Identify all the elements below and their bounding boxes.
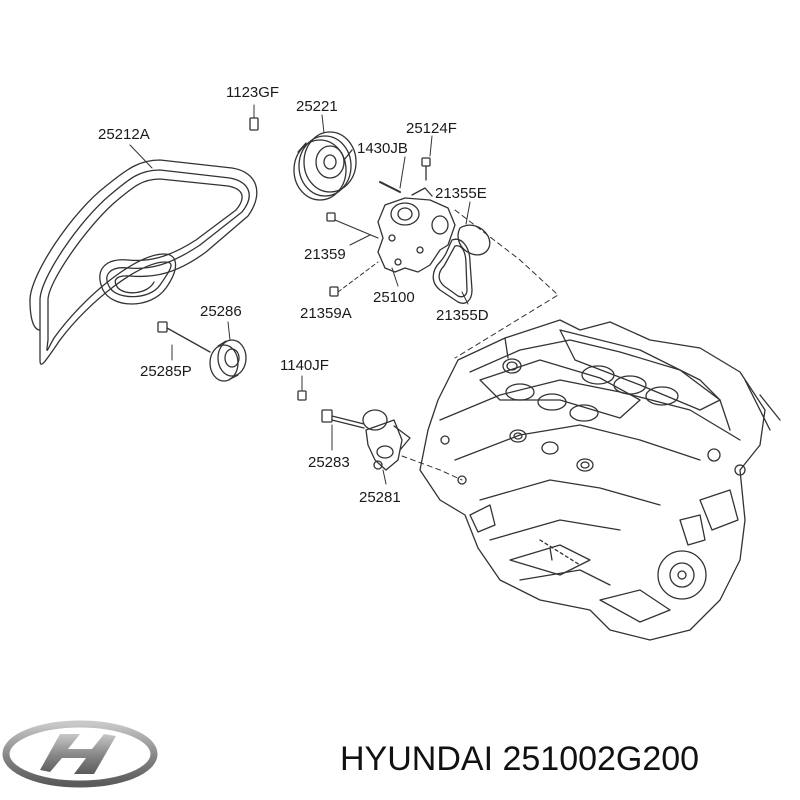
gasket-21355e xyxy=(457,224,491,256)
bolt-1123gf xyxy=(249,104,259,131)
label-25285p: 25285P xyxy=(140,363,192,380)
leader-25212A xyxy=(129,144,153,169)
label-25212a: 25212A xyxy=(98,126,150,143)
leader-25221 xyxy=(321,114,325,134)
label-25286: 25286 xyxy=(200,303,242,320)
water-pump-25100 xyxy=(377,187,456,273)
label-25124f: 25124F xyxy=(406,120,457,137)
brand-part-number: HYUNDAI 251002G200 xyxy=(340,740,700,778)
label-1123gf: 1123GF xyxy=(226,84,279,101)
drive-belt xyxy=(29,159,258,365)
label-1140jf: 1140JF xyxy=(280,357,329,374)
bolt-21359 xyxy=(326,212,379,239)
label-21359: 21359 xyxy=(304,246,346,263)
leader-25100 xyxy=(391,267,399,287)
label-21355d: 21355D xyxy=(436,307,489,324)
label-25281: 25281 xyxy=(359,489,401,506)
bolt-25283 xyxy=(321,409,365,429)
reference-line-tensioner xyxy=(401,455,463,481)
bolt-1140jf xyxy=(297,375,307,401)
bolt-1430jb xyxy=(379,181,401,193)
idler-pulley-25286 xyxy=(209,339,247,382)
bolt-21359a xyxy=(329,261,379,297)
tensioner-25281 xyxy=(362,409,411,471)
gasket-21355d xyxy=(432,238,473,304)
bolt-25285p xyxy=(157,321,211,353)
bolt-25124f xyxy=(421,157,431,181)
hyundai-logo-icon xyxy=(2,720,158,788)
label-25100: 25100 xyxy=(373,289,415,306)
label-1430jb: 1430JB xyxy=(357,140,408,157)
label-21355e: 21355E xyxy=(435,185,487,202)
reference-line-pump xyxy=(454,209,559,359)
label-25283: 25283 xyxy=(308,454,350,471)
label-21359a: 21359A xyxy=(300,305,352,322)
engine-block xyxy=(419,319,781,641)
label-25221: 25221 xyxy=(296,98,338,115)
pulley-25221 xyxy=(293,131,357,201)
